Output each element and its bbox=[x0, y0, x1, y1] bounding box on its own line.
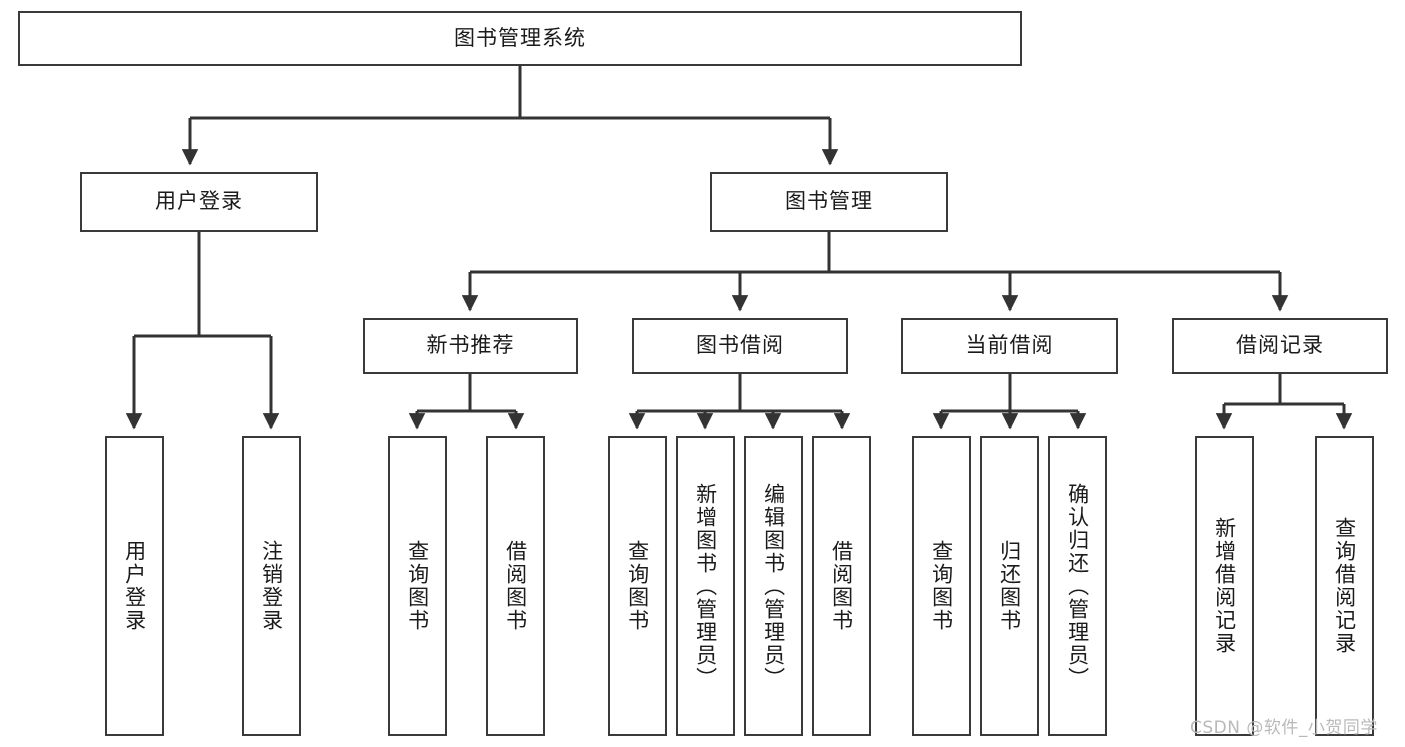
leaf-query-book-current-label: 查询图书 bbox=[929, 540, 954, 632]
node-borrow-record[interactable]: 借阅记录 bbox=[1172, 318, 1388, 374]
node-new-book-recommend[interactable]: 新书推荐 bbox=[363, 318, 578, 374]
node-root-label: 图书管理系统 bbox=[454, 25, 586, 50]
leaf-query-book-rec-label: 查询图书 bbox=[405, 540, 430, 632]
leaf-user-login[interactable]: 用户登录 bbox=[105, 436, 164, 736]
leaf-edit-book-admin-label: 编辑图书（管理员） bbox=[761, 482, 786, 690]
leaf-add-borrow-record-label: 新增借阅记录 bbox=[1212, 517, 1237, 655]
leaf-add-borrow-record[interactable]: 新增借阅记录 bbox=[1195, 436, 1254, 736]
node-book-borrow[interactable]: 图书借阅 bbox=[632, 318, 848, 374]
node-user-login[interactable]: 用户登录 bbox=[80, 172, 318, 232]
leaf-borrow-book-rec-label: 借阅图书 bbox=[503, 540, 528, 632]
node-current-borrow-label: 当前借阅 bbox=[965, 333, 1054, 358]
node-user-login-label: 用户登录 bbox=[155, 189, 243, 214]
leaf-query-borrow-record-label: 查询借阅记录 bbox=[1332, 517, 1357, 655]
leaf-confirm-return-admin-label: 确认归还（管理员） bbox=[1065, 482, 1090, 690]
leaf-borrow-book-rec[interactable]: 借阅图书 bbox=[486, 436, 545, 736]
node-book-management-label: 图书管理 bbox=[785, 189, 873, 214]
leaf-query-borrow-record[interactable]: 查询借阅记录 bbox=[1315, 436, 1374, 736]
node-book-management[interactable]: 图书管理 bbox=[710, 172, 948, 232]
leaf-add-book-admin-label: 新增图书（管理员） bbox=[693, 482, 718, 690]
leaf-return-book-label: 归还图书 bbox=[997, 540, 1022, 632]
leaf-borrow-book[interactable]: 借阅图书 bbox=[812, 436, 871, 736]
leaf-logout-label: 注销登录 bbox=[259, 540, 284, 632]
leaf-query-book-borrow[interactable]: 查询图书 bbox=[608, 436, 667, 736]
leaf-query-book-rec[interactable]: 查询图书 bbox=[388, 436, 447, 736]
watermark: CSDN @软件_小贺同学 bbox=[1190, 718, 1378, 738]
node-root[interactable]: 图书管理系统 bbox=[18, 11, 1022, 66]
node-current-borrow[interactable]: 当前借阅 bbox=[901, 318, 1118, 374]
leaf-confirm-return-admin[interactable]: 确认归还（管理员） bbox=[1048, 436, 1107, 736]
leaf-user-login-label: 用户登录 bbox=[122, 540, 147, 632]
leaf-query-book-borrow-label: 查询图书 bbox=[625, 540, 650, 632]
leaf-borrow-book-label: 借阅图书 bbox=[829, 540, 854, 632]
leaf-return-book[interactable]: 归还图书 bbox=[980, 436, 1039, 736]
leaf-logout[interactable]: 注销登录 bbox=[242, 436, 301, 736]
node-borrow-record-label: 借阅记录 bbox=[1236, 333, 1324, 358]
leaf-query-book-current[interactable]: 查询图书 bbox=[912, 436, 971, 736]
leaf-add-book-admin[interactable]: 新增图书（管理员） bbox=[676, 436, 735, 736]
leaf-edit-book-admin[interactable]: 编辑图书（管理员） bbox=[744, 436, 803, 736]
node-book-borrow-label: 图书借阅 bbox=[696, 333, 784, 358]
node-new-book-recommend-label: 新书推荐 bbox=[426, 333, 515, 358]
